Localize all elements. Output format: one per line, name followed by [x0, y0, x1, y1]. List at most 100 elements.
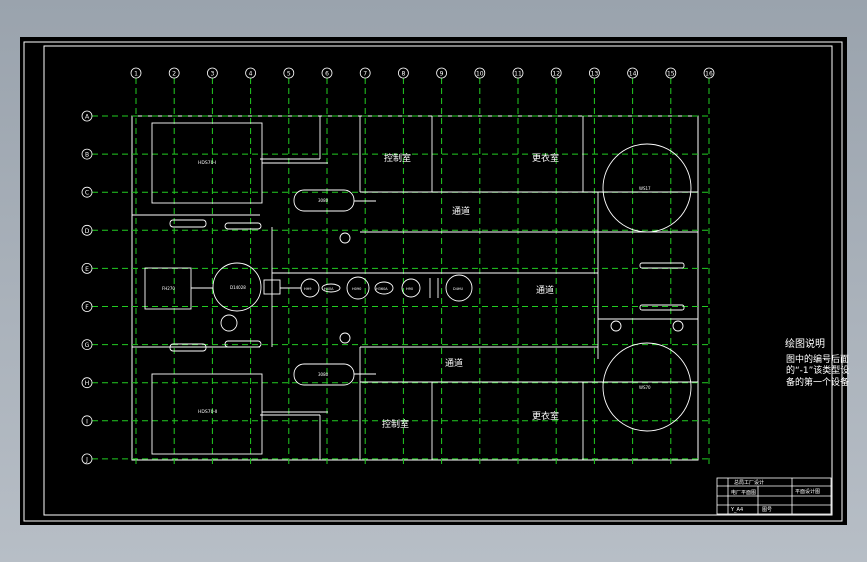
axis-bubble — [81, 148, 93, 160]
equipment-label: H40A — [324, 287, 334, 291]
axis-bubble — [627, 67, 638, 79]
grid-column-1: 1 — [130, 67, 142, 467]
grid-column-14: 14 — [627, 67, 638, 467]
grid-column-4: 4 — [245, 67, 257, 467]
axis-bubble — [206, 67, 218, 79]
axis-label: C — [85, 190, 89, 197]
room-label-corridor-2: 通道 — [536, 284, 554, 296]
grid-row-D: D — [81, 224, 710, 236]
axis-label: 11 — [514, 71, 522, 78]
equipment-label: 3080 — [318, 198, 329, 203]
pump — [339, 332, 351, 344]
grid-column-3: 3 — [206, 67, 218, 467]
axis-label: F — [85, 304, 89, 311]
axis-bubble — [130, 67, 142, 79]
vessel-top — [293, 189, 355, 212]
room-label-change-bottom: 更衣室 — [532, 410, 559, 422]
axis-label: 1 — [134, 71, 138, 78]
axis-label: 3 — [210, 71, 214, 78]
pump — [220, 314, 238, 332]
axis-bubble — [81, 377, 93, 389]
axis-label: H — [85, 380, 90, 387]
equipment-label: HDS70-Ⅱ — [198, 409, 217, 415]
room-label-control-bottom: 控制室 — [382, 418, 409, 430]
equipment-label: FH270 — [162, 286, 175, 291]
equipment-label: H360A — [376, 287, 388, 291]
equipment-label: WS17 — [639, 186, 651, 191]
grid-row-J: J — [81, 453, 710, 465]
axis-bubble — [283, 67, 295, 79]
valve-block — [263, 279, 281, 295]
equipment-label: WS70 — [639, 385, 651, 390]
grid-column-15: 15 — [665, 67, 677, 467]
inline-unit — [346, 276, 370, 300]
tank-mid — [212, 262, 262, 312]
axis-label: 9 — [440, 71, 444, 78]
inner-frame — [43, 45, 833, 516]
axis-bubble — [81, 339, 93, 351]
grid-column-8: 8 — [397, 67, 409, 467]
pipe-ring — [639, 262, 685, 269]
axis-label: 8 — [401, 71, 405, 78]
axis-bubble — [436, 67, 448, 79]
grid-row-G: G — [81, 339, 710, 351]
room-label-corridor-3: 通道 — [445, 357, 463, 369]
grid-column-10: 10 — [474, 67, 486, 467]
pump — [339, 232, 351, 244]
axis-label: 2 — [172, 71, 176, 78]
grid-row-A: A — [81, 110, 710, 122]
axis-bubble — [589, 67, 600, 79]
pump — [610, 320, 622, 332]
axis-label: J — [85, 456, 88, 463]
axis-label: 12 — [552, 71, 560, 78]
axis-bubble — [81, 301, 93, 312]
axis-label: 7 — [363, 71, 367, 78]
axis-label: 13 — [591, 71, 599, 78]
inline-unit — [445, 274, 473, 302]
axis-bubble — [81, 224, 93, 236]
axis-label: D — [85, 228, 90, 235]
grid-column-11: 11 — [512, 67, 524, 467]
axis-label: 15 — [667, 71, 675, 78]
tank-bottom-right — [602, 342, 692, 432]
axis-bubble — [81, 186, 93, 198]
title-block-text: 平面设计图 — [795, 488, 820, 495]
tank-bottom-left — [151, 373, 263, 455]
pipe-ring — [169, 343, 207, 352]
room-label-control-top: 控制室 — [384, 152, 411, 164]
title-block-text: 电厂平面图 — [731, 489, 756, 496]
equipment-label: H90 — [406, 287, 413, 291]
inline-unit — [374, 281, 394, 295]
grid-column-13: 13 — [589, 67, 600, 467]
axis-label: 6 — [325, 71, 329, 78]
title-block-text: 总局工厂设计 — [734, 479, 764, 486]
pump — [672, 320, 684, 332]
axis-label: 10 — [476, 71, 484, 78]
axis-label: 14 — [629, 71, 637, 78]
tank-top-right — [602, 143, 692, 233]
axis-bubble — [665, 67, 677, 79]
axis-bubble — [81, 453, 93, 465]
axis-label: B — [85, 152, 89, 159]
notes-body: 图中的编号后面的“-1”该类型设备的第一个设备 — [786, 354, 850, 388]
pipe-ring — [169, 219, 207, 228]
axis-bubble — [168, 67, 180, 79]
axis-bubble — [703, 67, 715, 79]
equipment-label: HH9 — [304, 287, 312, 291]
axis-bubble — [81, 415, 93, 427]
axis-label: G — [85, 342, 90, 349]
axis-label: 16 — [705, 71, 713, 78]
grid-row-F: F — [81, 301, 710, 312]
building-outline — [131, 115, 699, 461]
title-block-text: 图号 — [762, 507, 772, 513]
box-left — [144, 267, 192, 310]
vessel-bottom — [293, 363, 355, 386]
drawing-notes: 绘图说明 图中的编号后面的“-1”该类型设备的第一个设备 — [760, 339, 850, 389]
equipment-label: 3080 — [318, 372, 329, 377]
pipe-ring — [224, 340, 262, 348]
axis-label: A — [85, 114, 90, 121]
pipe-ring — [639, 304, 685, 311]
grid-row-B: B — [81, 148, 710, 160]
axis-bubble — [81, 262, 93, 274]
